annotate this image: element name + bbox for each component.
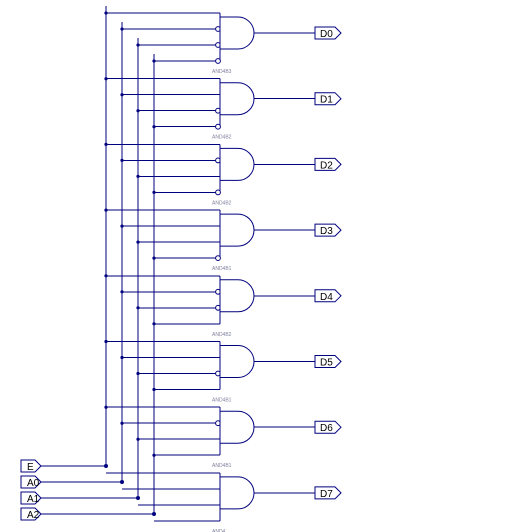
junction-dot <box>152 125 156 129</box>
and-gate-icon <box>219 345 255 378</box>
junction-dot <box>104 142 108 146</box>
junction-dot <box>120 480 124 484</box>
inversion-bubble-icon <box>215 123 221 130</box>
and-gate-icon <box>219 82 255 116</box>
junction-dot <box>152 453 156 457</box>
and-gate-icon <box>219 410 255 444</box>
junction-dot <box>136 174 140 178</box>
output-label-d6: D6 <box>320 423 333 434</box>
junction-dot <box>136 371 140 376</box>
junction-dot <box>136 43 140 47</box>
output-port-d2 <box>314 157 342 171</box>
input-port-a1 <box>20 491 42 505</box>
input-port-a2 <box>20 507 42 521</box>
junction-dot <box>104 208 108 212</box>
gate-type-label: AND4B1 <box>212 398 232 404</box>
junction-dot <box>120 355 124 360</box>
and-gate-icon <box>219 147 255 181</box>
junction-dot <box>120 290 124 294</box>
inversion-bubble-icon <box>215 255 221 262</box>
and-gate-icon <box>219 16 255 50</box>
junction-dot <box>152 59 156 63</box>
input-label-e: E <box>27 462 34 473</box>
junction-dot <box>104 77 108 81</box>
junction-dot <box>152 256 156 260</box>
input-port-a0 <box>20 475 42 489</box>
junction-dot <box>136 240 140 244</box>
gate-type-label: AND4B2 <box>212 200 232 206</box>
output-label-d5: D5 <box>320 358 333 369</box>
gate-type-label: AND4 <box>212 529 226 532</box>
gate-type-label: AND4B1 <box>212 266 232 272</box>
junction-dot <box>104 464 108 468</box>
output-label-d7: D7 <box>320 489 333 500</box>
output-port-d6 <box>314 420 342 434</box>
junction-dot <box>120 421 124 425</box>
junction-dot <box>104 11 108 15</box>
input-port-e <box>20 459 42 473</box>
output-port-d3 <box>314 223 342 237</box>
output-port-d1 <box>314 92 342 106</box>
inversion-bubble-icon <box>215 189 221 196</box>
junction-dot <box>152 512 156 516</box>
gate-type-label: AND4B2 <box>212 332 232 338</box>
junction-dot <box>120 27 124 31</box>
wire-layer <box>41 6 315 522</box>
junction-dot <box>120 158 124 162</box>
output-port-d7 <box>314 486 342 500</box>
output-port-d5 <box>314 355 342 368</box>
gate-type-label: AND4B2 <box>212 135 232 141</box>
gate-type-label: AND4B3 <box>212 69 232 75</box>
junction-dot <box>152 190 156 194</box>
and-gate-icon <box>219 476 255 510</box>
junction-dot <box>136 437 140 441</box>
junction-dot <box>104 274 108 278</box>
junction-dot <box>104 339 108 344</box>
junction-dot <box>120 224 124 228</box>
output-port-d4 <box>314 289 342 303</box>
input-label-a1: A1 <box>27 494 40 505</box>
junction-dot <box>152 387 156 392</box>
junction-dot <box>136 306 140 310</box>
junction-dot <box>152 322 156 326</box>
input-label-a2: A2 <box>27 510 40 521</box>
gate-type-label: AND4B1 <box>212 463 232 469</box>
and-gate-icon <box>219 213 255 247</box>
gate-layer: AND4B3AND4B2AND4B2AND4B1AND4B2AND4B1AND4… <box>212 16 255 532</box>
output-label-d2: D2 <box>320 160 333 171</box>
input-label-a0: A0 <box>27 478 40 489</box>
output-label-d4: D4 <box>320 292 333 303</box>
junction-dot <box>136 496 140 500</box>
junction-dot <box>136 109 140 113</box>
inversion-bubble-icon <box>215 58 221 64</box>
output-label-d3: D3 <box>320 226 333 237</box>
output-port-d0 <box>314 26 342 40</box>
output-label-d1: D1 <box>320 95 333 106</box>
junction-dot <box>120 93 124 97</box>
and-gate-icon <box>219 279 255 313</box>
output-label-d0: D0 <box>320 29 333 40</box>
junction-dot <box>104 405 108 409</box>
